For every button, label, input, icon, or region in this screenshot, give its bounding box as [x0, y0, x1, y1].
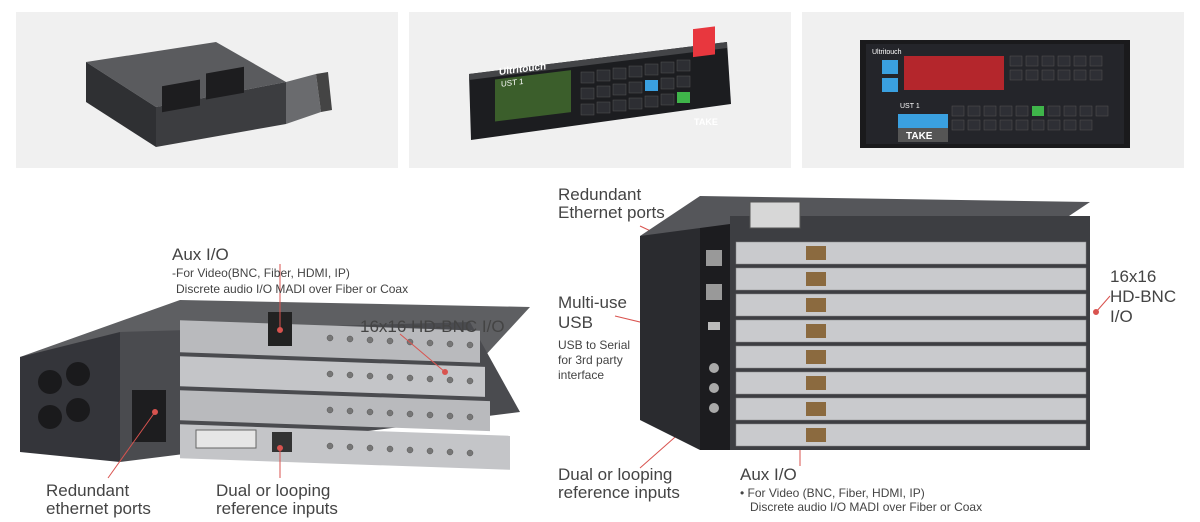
- thumb3-panel-text: UST 1: [900, 103, 920, 110]
- left-eth-line1: Redundant: [46, 481, 130, 500]
- right-aux-io-line2: Discrete audio I/O MADI over Fiber or Co…: [750, 500, 983, 514]
- right-usb-line1: Multi-use: [558, 293, 627, 312]
- right-aux-io-line1: • For Video (BNC, Fiber, HDMI, IP): [740, 486, 925, 500]
- left-aux-io-line1: -For Video(BNC, Fiber, HDMI, IP): [172, 266, 350, 280]
- right-aux-io-title: Aux I/O: [740, 465, 797, 484]
- left-aux-io-line2: Discrete audio I/O MADI over Fiber or Co…: [176, 282, 409, 296]
- ultritouch-2ru-image: Ultritouch UST 1 TAKE: [469, 26, 731, 140]
- left-ref-line1: Dual or looping: [216, 481, 331, 500]
- thumb2-take-text: TAKE: [694, 117, 718, 127]
- right-hdbnc-line3: I/O: [1110, 307, 1133, 326]
- thumbnail-ultritouch-2ru[interactable]: Ultritouch UST 1 TAKE: [409, 12, 791, 168]
- thumb3-brand-text: Ultritouch: [872, 49, 902, 56]
- left-ref-line2: reference inputs: [216, 499, 338, 518]
- router-8ru-image: [640, 196, 1090, 450]
- right-usb-sub3: interface: [558, 368, 605, 382]
- right-eth-line2: Ethernet ports: [558, 203, 665, 222]
- thumb2-panel-text: UST 1: [501, 77, 524, 89]
- right-eth-line1: Redundant: [558, 185, 642, 204]
- thumbnail-ultritouch-4ru[interactable]: Ultritouch UST 1 TAKE: [802, 12, 1184, 168]
- left-aux-io-title: Aux I/O: [172, 245, 229, 264]
- left-hdbnc-label: 16x16 HD-BNC I/O: [360, 317, 505, 336]
- thumbnail-router-rear[interactable]: [16, 12, 398, 168]
- thumb3-take-text: TAKE: [906, 131, 933, 142]
- right-ref-line2: reference inputs: [558, 483, 680, 502]
- right-hdbnc-line1: 16x16: [1110, 267, 1157, 286]
- right-hdbnc-line2: HD-BNC: [1110, 287, 1177, 306]
- right-usb-sub1: USB to Serial: [558, 338, 631, 352]
- router-rear-image: [86, 42, 332, 147]
- right-ref-line1: Dual or looping: [558, 465, 673, 484]
- right-usb-sub2: for 3rd party: [558, 353, 623, 367]
- right-usb-line2: USB: [558, 313, 593, 332]
- left-eth-line2: ethernet ports: [46, 499, 151, 518]
- ultritouch-4ru-image: Ultritouch UST 1 TAKE: [860, 40, 1130, 148]
- router-2ru-image: [20, 300, 530, 470]
